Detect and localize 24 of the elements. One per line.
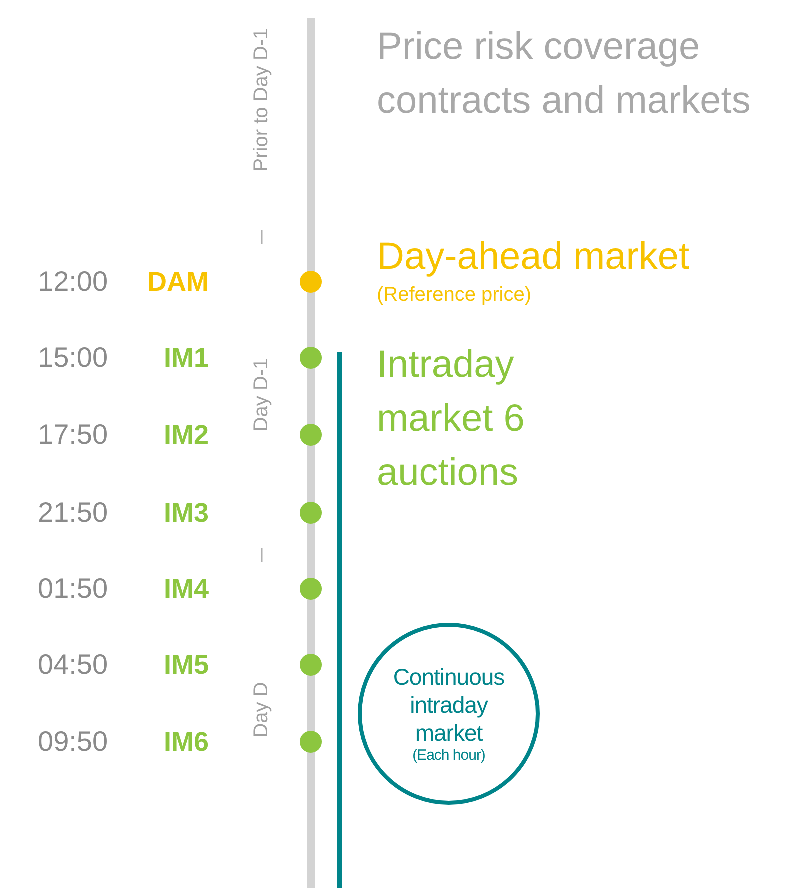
node-label: Continuous intraday market	[392, 663, 506, 747]
note-text: (Reference price)	[377, 284, 532, 307]
time-label: 12:00	[38, 266, 108, 298]
period-label: Day D-1	[250, 358, 274, 432]
heading: Price risk coverage contracts and markets	[377, 25, 752, 124]
market-circle	[358, 623, 540, 805]
market-code: IM2	[164, 420, 209, 451]
market-code: IM1	[164, 343, 209, 374]
time-label: 21:50	[38, 497, 108, 529]
note-text: (Each hour)	[412, 747, 486, 765]
market-code: IM4	[164, 574, 209, 605]
time-label: 09:50	[38, 726, 108, 758]
heading: Day-ahead market	[377, 236, 690, 279]
market-code: IM3	[164, 498, 209, 529]
market-code: IM5	[164, 650, 209, 681]
market-code: DAM	[148, 267, 209, 298]
heading: Intraday market 6 auctions	[377, 343, 526, 496]
time-label: 17:50	[38, 419, 108, 451]
time-label: 01:50	[38, 573, 108, 605]
market-code: IM6	[164, 727, 209, 758]
period-label: Day D	[250, 682, 274, 738]
time-label: 04:50	[38, 649, 108, 681]
period-label: Prior to Day D-1	[250, 28, 274, 172]
time-label: 15:00	[38, 342, 108, 374]
